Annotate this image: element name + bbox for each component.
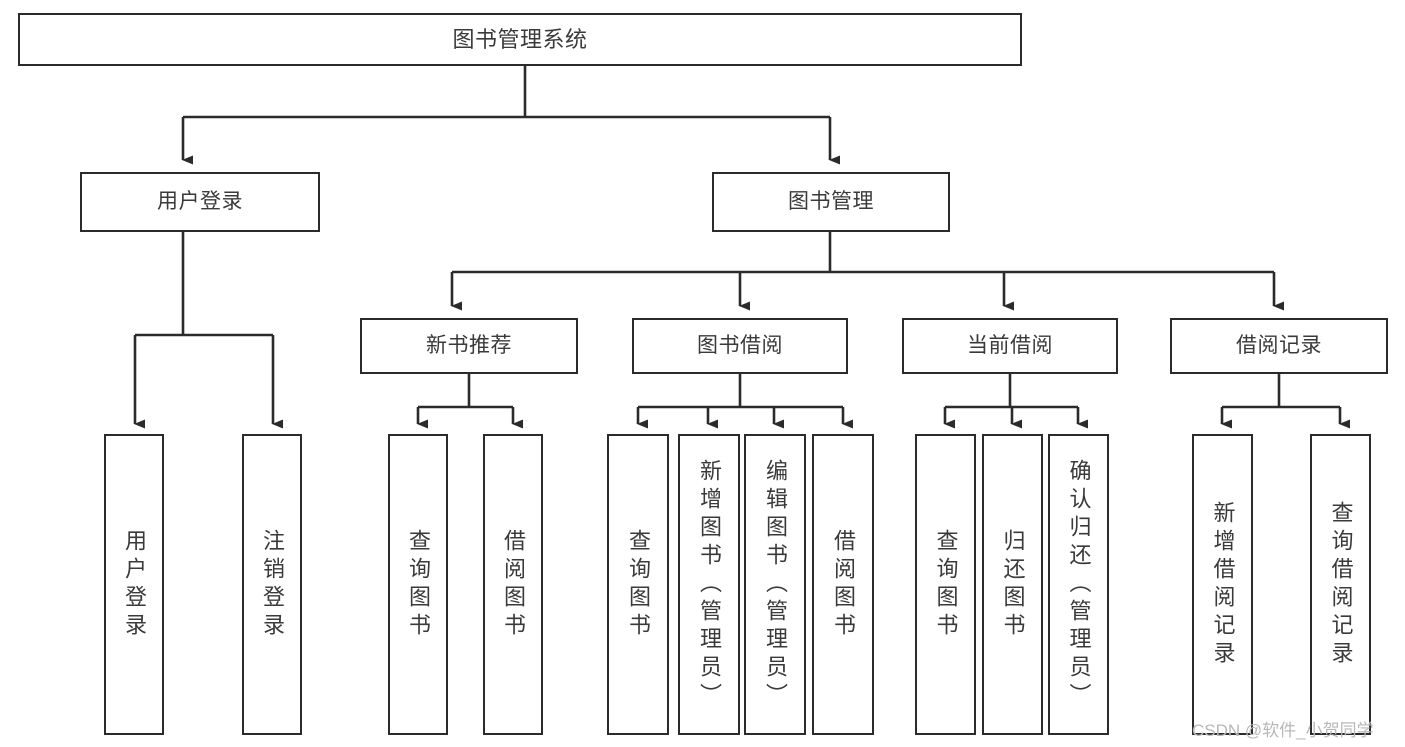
node-borrow-record[interactable]: 借阅记录 <box>1170 318 1388 374</box>
node-label: 用户登录 <box>157 189 243 213</box>
leaf-query-book-borrow[interactable]: 查询图书 <box>607 434 669 735</box>
node-label: 新书推荐 <box>426 333 512 357</box>
node-current-borrow[interactable]: 当前借阅 <box>902 318 1118 374</box>
node-label: 用户登录 <box>122 528 147 641</box>
node-label: 查询图书 <box>406 528 431 641</box>
leaf-query-book-current[interactable]: 查询图书 <box>915 434 976 735</box>
leaf-add-borrow-record[interactable]: 新增借阅记录 <box>1192 434 1253 735</box>
node-label: 归还图书 <box>1000 528 1026 641</box>
node-label: 查询借阅记录 <box>1328 500 1354 669</box>
node-label: 借阅图书 <box>501 528 526 641</box>
leaf-user-logout[interactable]: 注销登录 <box>242 434 302 735</box>
node-new-book-recommend[interactable]: 新书推荐 <box>360 318 578 374</box>
node-label: 确认归还（管理员） <box>1066 458 1092 711</box>
node-label: 图书管理系统 <box>452 26 588 52</box>
node-book-management[interactable]: 图书管理 <box>712 172 950 232</box>
leaf-add-book-admin[interactable]: 新增图书（管理员） <box>678 434 740 735</box>
leaf-borrow-book[interactable]: 借阅图书 <box>812 434 874 735</box>
node-user-login[interactable]: 用户登录 <box>80 172 320 232</box>
node-label: 借阅记录 <box>1236 333 1322 357</box>
leaf-user-login[interactable]: 用户登录 <box>104 434 164 735</box>
node-root-system[interactable]: 图书管理系统 <box>18 13 1022 66</box>
node-book-borrow[interactable]: 图书借阅 <box>632 318 848 374</box>
leaf-borrow-book-recommend[interactable]: 借阅图书 <box>483 434 543 735</box>
node-label: 查询图书 <box>933 528 959 641</box>
node-label: 借阅图书 <box>831 528 856 641</box>
leaf-edit-book-admin[interactable]: 编辑图书（管理员） <box>744 434 806 735</box>
leaf-confirm-return-admin[interactable]: 确认归还（管理员） <box>1048 434 1109 735</box>
node-label: 新增借阅记录 <box>1210 500 1236 669</box>
node-label: 新增图书（管理员） <box>697 458 722 711</box>
node-label: 编辑图书（管理员） <box>763 458 788 711</box>
node-label: 图书借阅 <box>697 333 783 357</box>
leaf-query-book-recommend[interactable]: 查询图书 <box>388 434 448 735</box>
csdn-watermark: CSDN @软件_小贺同学 <box>1192 721 1374 740</box>
node-label: 当前借阅 <box>967 333 1053 357</box>
node-label: 查询图书 <box>626 528 651 641</box>
node-label: 图书管理 <box>788 189 874 213</box>
leaf-return-book[interactable]: 归还图书 <box>982 434 1043 735</box>
leaf-query-borrow-record[interactable]: 查询借阅记录 <box>1310 434 1371 735</box>
node-label: 注销登录 <box>260 528 285 641</box>
